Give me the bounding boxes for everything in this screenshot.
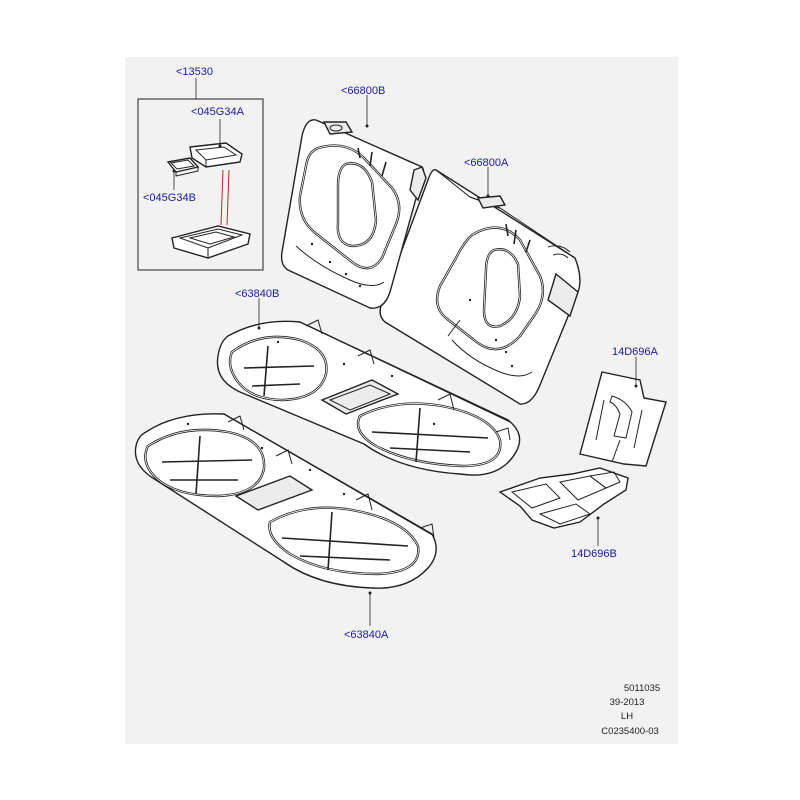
cushion-cover-upper[interactable] xyxy=(216,319,521,476)
explode-line-1 xyxy=(220,169,224,226)
diagram-footer: 5011035 39-2013 LH C0235400-03 xyxy=(601,683,660,737)
backrest-left[interactable] xyxy=(280,119,427,309)
callout-backrest-right[interactable]: <66800A xyxy=(464,157,509,169)
heater-mat-cushion[interactable] xyxy=(498,467,629,529)
explode-line-2 xyxy=(226,169,230,226)
footer-code: 5011035 xyxy=(624,683,660,694)
base-tray[interactable] xyxy=(171,225,251,259)
callout-cushion-cover-lower[interactable]: <63840A xyxy=(344,629,389,641)
callout-heater-cushion[interactable]: 14D696B xyxy=(571,548,617,560)
footer-illustration-id: C0235400-03 xyxy=(601,726,659,737)
insert-b[interactable] xyxy=(166,157,200,177)
footer-date: 39-2013 xyxy=(610,697,645,708)
callout-backrest-left[interactable]: <66800B xyxy=(341,85,385,97)
callout-insert-b[interactable]: <045G34B xyxy=(143,192,196,204)
callout-heater-back[interactable]: 14D696A xyxy=(612,346,659,358)
callout-kit[interactable]: <13530 xyxy=(176,66,213,78)
footer-side: LH xyxy=(621,711,633,722)
callout-cushion-cover-upper[interactable]: <63840B xyxy=(235,288,279,300)
kit-box xyxy=(137,98,264,271)
kit-box-group: <13530 <045G34A <045G34B xyxy=(137,66,264,271)
callout-insert-a[interactable]: <045G34A xyxy=(191,106,245,118)
insert-a[interactable] xyxy=(189,142,243,168)
heater-mat-back[interactable] xyxy=(579,371,667,467)
backrest-right[interactable] xyxy=(379,169,581,405)
cushion-cover-lower[interactable] xyxy=(134,413,437,589)
